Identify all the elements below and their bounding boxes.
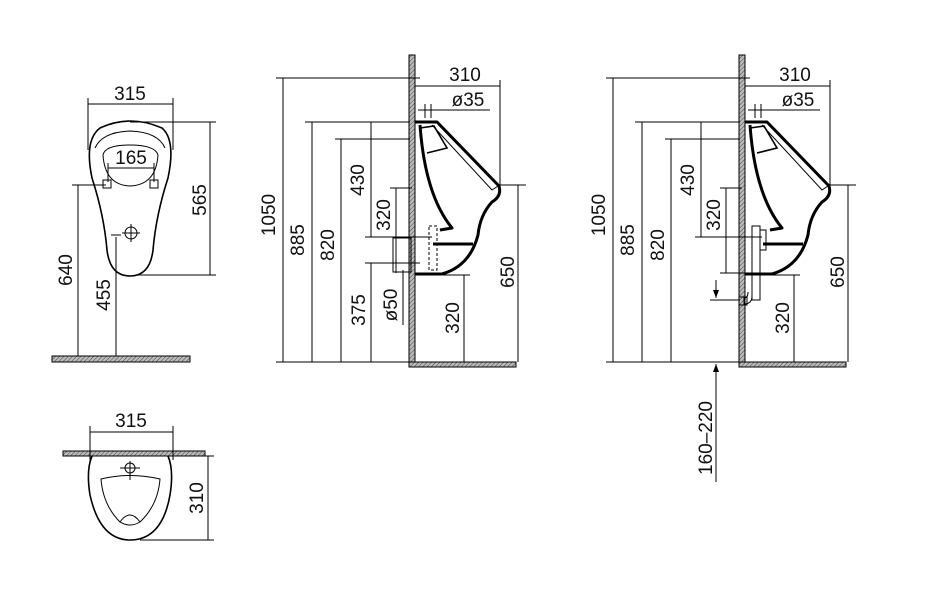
dim-outlet-span: 320 [374,199,395,231]
dim-outlet-height: 455 [94,279,115,311]
dim-top-height: 885 [618,224,639,256]
wall [738,54,746,368]
dim-rear-height: 820 [648,229,669,261]
dim-projection: 310 [449,65,481,86]
dim-front-width: 315 [114,84,146,105]
dim-outlet-diameter: ø50 [381,289,402,322]
dim-top-height: 640 [56,254,77,286]
dim-rim-height: 650 [828,256,849,288]
dim-top-height: 885 [288,224,309,256]
floor [408,361,517,368]
dim-inlet-diameter: ø35 [452,90,485,111]
dim-top-depth: 310 [187,482,208,514]
dim-floor-drain-range: 160–220 [696,401,717,475]
dim-inner-width: 165 [115,148,147,169]
dim-total-height: 1050 [259,194,280,236]
dim-outlet-height: 375 [349,294,370,326]
top-view: 315 310 [62,411,214,541]
dim-outlet-span: 320 [704,199,725,231]
dim-inlet-diameter: ø35 [782,90,815,111]
dim-total-height: 1050 [589,194,610,236]
dim-projection: 310 [779,65,811,86]
wall [408,54,416,368]
dim-bottom-height: 320 [443,302,464,334]
dim-top-width: 315 [115,411,147,432]
floor [738,361,847,368]
urinal-front-outline [88,120,172,277]
dim-inlet-drop: 430 [348,164,369,196]
dim-rear-height: 820 [318,229,339,261]
dim-inlet-drop: 430 [678,164,699,196]
wall [62,450,206,457]
floor [51,355,191,363]
dim-front-height: 565 [190,184,211,216]
urinal-top-outline [87,455,173,541]
front-view: 315 165 565 640 455 [51,84,216,363]
side-view-floor-outlet: 1050 885 820 430 320 310 ø35 650 320 160… [589,54,856,482]
dim-bottom-height: 320 [773,302,794,334]
side-view-concealed-outlet: 1050 885 820 430 320 375 ø50 310 ø35 650… [259,54,526,368]
dim-rim-height: 650 [498,256,519,288]
